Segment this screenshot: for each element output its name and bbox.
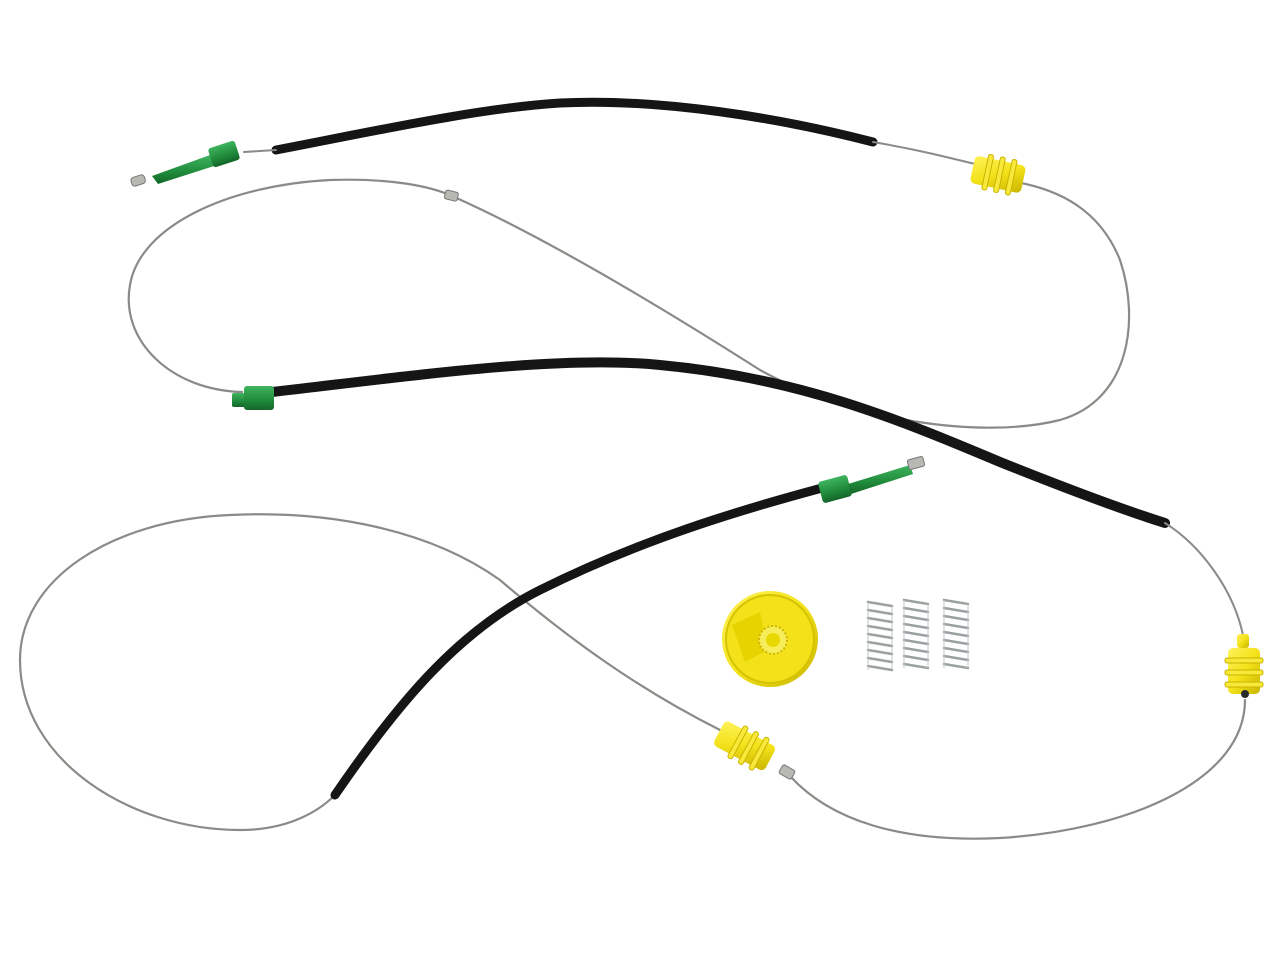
spring-3: [942, 598, 970, 670]
lower-wire-loop: [18, 513, 722, 832]
lower-cable-assembly: [18, 456, 926, 832]
green-mid-fitting: [232, 386, 274, 410]
wire-ferrule: [443, 189, 459, 202]
upper-cable-assembly: [127, 97, 1264, 840]
pulley-wheel: [722, 591, 818, 687]
upper-sleeve-middle: [267, 357, 1170, 528]
yellow-lower-fitting: [714, 721, 775, 771]
green-end-fitting: [130, 140, 240, 187]
spring-1: [866, 600, 894, 672]
lower-right-wire: [788, 698, 1247, 840]
yellow-end-fitting: [970, 153, 1026, 196]
upper-wire-right: [872, 141, 976, 165]
upper-sleeve-top: [271, 97, 878, 155]
upper-wire: [127, 178, 1131, 429]
yellow-right-fitting: [1224, 634, 1264, 698]
upper-wire-left: [243, 149, 277, 153]
lower-sleeve: [330, 483, 827, 800]
upper-wire-lower-right: [1164, 522, 1245, 641]
green-lower-fitting: [818, 456, 926, 503]
lower-ferrule: [778, 764, 796, 780]
spring-2: [902, 598, 930, 670]
spring-set: [866, 598, 970, 672]
